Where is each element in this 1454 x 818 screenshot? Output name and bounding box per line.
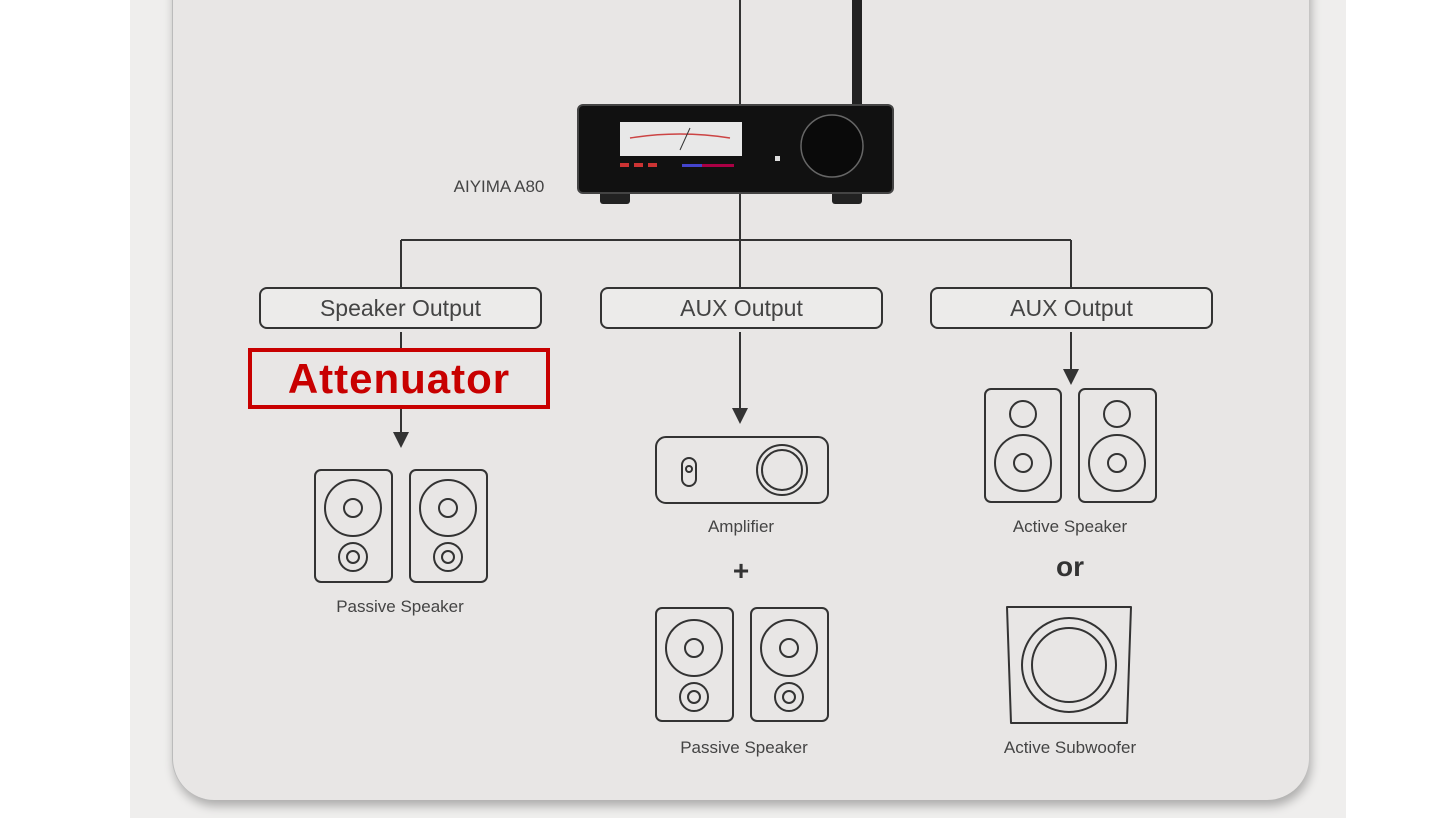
active-subwoofer-label: Active Subwoofer <box>1003 738 1137 757</box>
or-label: or <box>1056 551 1084 582</box>
passive-speaker-left-icon <box>314 469 488 583</box>
passive-speaker-label-middle: Passive Speaker <box>680 738 808 757</box>
amplifier-icon <box>655 436 829 504</box>
active-subwoofer-icon <box>1006 606 1132 724</box>
aux-output-box-right: AUX Output <box>930 287 1213 329</box>
plus-sign: + <box>732 555 750 586</box>
amplifier-device-image <box>577 104 894 204</box>
aux-output-box-middle: AUX Output <box>600 287 883 329</box>
antenna <box>852 0 862 110</box>
passive-speaker-middle-icon <box>655 607 829 722</box>
passive-speaker-label-left: Passive Speaker <box>336 597 464 616</box>
amplifier-label: Amplifier <box>707 517 775 536</box>
attenuator-annotation: Attenuator <box>248 348 550 409</box>
active-speaker-label: Active Speaker <box>1012 517 1128 536</box>
speaker-output-box: Speaker Output <box>259 287 542 329</box>
active-speaker-icon <box>984 388 1157 503</box>
device-name-label: AIYIMA A80 <box>453 177 545 196</box>
